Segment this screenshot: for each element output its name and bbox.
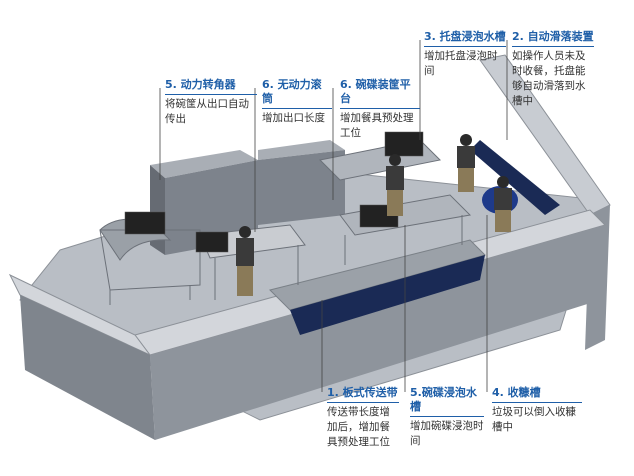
- plate-conveyor: [290, 255, 485, 335]
- callout-turn-conveyor: 5. 动力转角器 将碗筐从出口自动传出: [165, 78, 257, 127]
- leader-lines: [159, 40, 508, 392]
- callout-title: 5.碗碟浸泡水槽: [410, 386, 484, 417]
- callout-desc: 垃圾可以倒入收糠槽中: [492, 406, 576, 433]
- dishwasher-top: [150, 150, 258, 178]
- callout-platform: 6. 碗碟装筐平台 增加餐具预处理工位: [340, 78, 420, 141]
- corner-table: [99, 229, 201, 291]
- dishwasher-side: [150, 165, 165, 255]
- plate-conveyor-right: [470, 140, 560, 215]
- callout-tray-sink: 3. 托盘浸泡水槽 增加托盘浸泡时间: [424, 30, 506, 79]
- worker: [236, 226, 254, 296]
- machine-2-top: [258, 140, 345, 160]
- callout-title: 6. 碗碟装筐平台: [340, 78, 420, 109]
- callout-desc: 如操作人员未及时收餐，托盘能够自动滑落到水槽中: [512, 50, 586, 107]
- callout-auto-slide: 2. 自动滑落装置 如操作人员未及时收餐，托盘能够自动滑落到水槽中: [512, 30, 594, 109]
- callout-desc: 将碗筐从出口自动传出: [165, 98, 249, 125]
- callout-title: 4. 收糠槽: [492, 386, 582, 403]
- worker: [457, 134, 475, 192]
- worker: [494, 176, 512, 232]
- callout-desc: 增加托盘浸泡时间: [424, 50, 498, 77]
- callout-trash-trough: 4. 收糠槽 垃圾可以倒入收糠槽中: [492, 386, 582, 435]
- callout-desc: 增加出口长度: [262, 112, 325, 124]
- callout-title: 1. 板式传送带: [327, 386, 399, 403]
- callout-title: 5. 动力转角器: [165, 78, 257, 95]
- callout-desc: 增加餐具预处理工位: [340, 112, 414, 139]
- front-wall-face: [150, 225, 605, 440]
- callout-roller: 6. 无动力滚筒 增加出口长度: [262, 78, 332, 126]
- callout-desc: 增加碗碟浸泡时间: [410, 420, 484, 447]
- callout-desc: 传送带长度增加后，增加餐具预处理工位: [327, 406, 390, 448]
- worker: [386, 154, 404, 216]
- callout-title: 2. 自动滑落装置: [512, 30, 594, 47]
- left-wall-face: [20, 295, 155, 440]
- callout-title: 3. 托盘浸泡水槽: [424, 30, 506, 47]
- callout-title: 6. 无动力滚筒: [262, 78, 332, 109]
- callout-plate-belt: 1. 板式传送带 传送带长度增加后，增加餐具预处理工位: [327, 386, 399, 450]
- callout-dish-sink: 5.碗碟浸泡水槽 增加碗碟浸泡时间: [410, 386, 484, 449]
- machine-2-front: [258, 150, 345, 225]
